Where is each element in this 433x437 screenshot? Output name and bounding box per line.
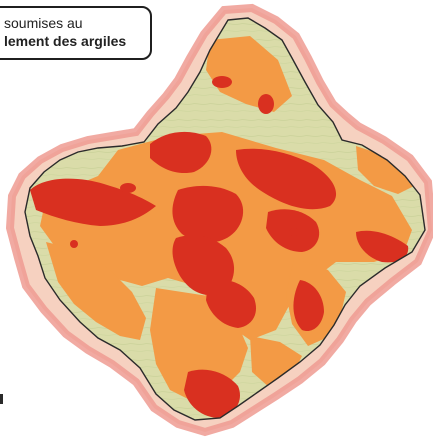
legend-box: soumises au lement des argiles: [0, 6, 152, 60]
legend-line-2: lement des argiles: [4, 33, 127, 49]
legend-line-1: soumises au: [4, 15, 83, 31]
department-boundary: [24, 17, 426, 421]
high-exposure-zones: [30, 76, 409, 418]
edge-marker: [0, 394, 3, 404]
